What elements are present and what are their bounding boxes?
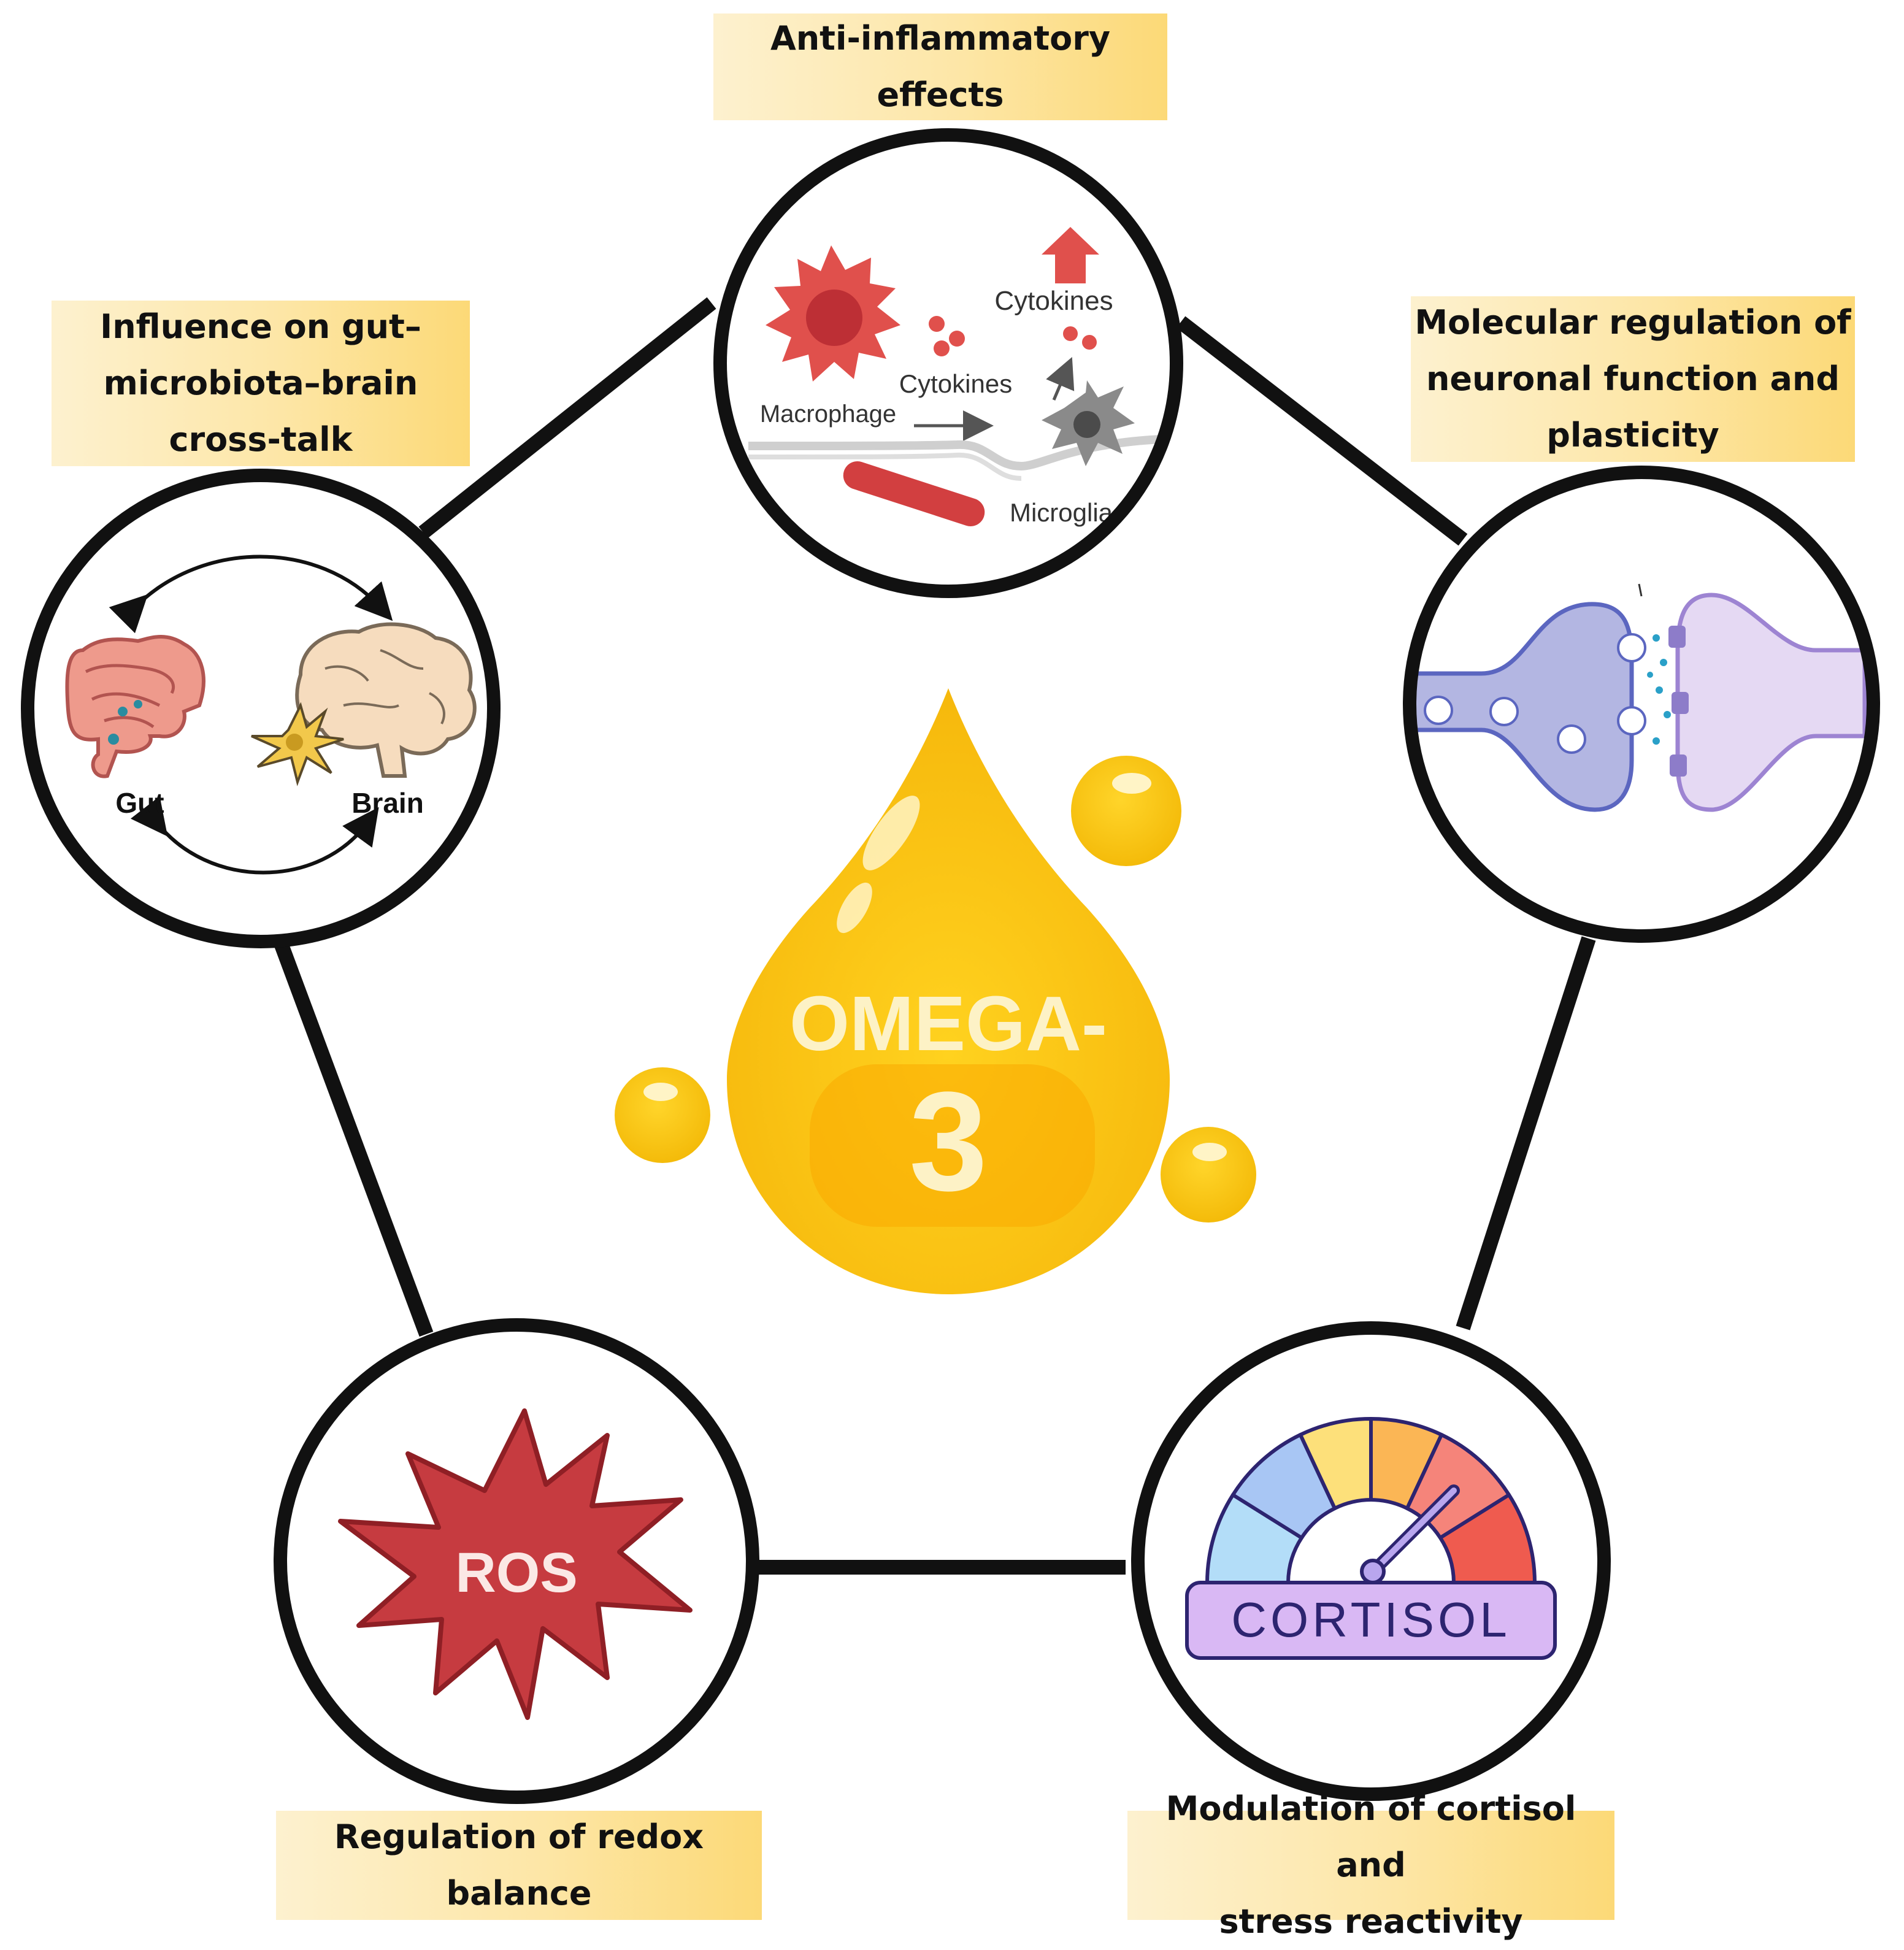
vesicle bbox=[1489, 697, 1519, 726]
label-left: Influence on gut– microbiota–brain cross… bbox=[52, 301, 470, 466]
brain-label: Brain bbox=[351, 787, 424, 819]
pentagon-connectors bbox=[272, 297, 1596, 1575]
cortisol-text: CORTISOL bbox=[1231, 1592, 1511, 1647]
cytokine-release-arrow bbox=[1046, 356, 1075, 401]
brain-folds bbox=[324, 649, 445, 724]
connector-top-right bbox=[1176, 316, 1468, 546]
oil-bubble bbox=[1161, 1127, 1256, 1223]
vessel-wall bbox=[748, 452, 1022, 481]
drop-highlight bbox=[837, 882, 872, 934]
cytokine-dot bbox=[949, 331, 965, 347]
gut-label: Gut bbox=[115, 787, 164, 819]
label-bottom-left: Regulation of redox balance bbox=[276, 1811, 762, 1920]
cytokine-dot bbox=[934, 340, 950, 356]
microbe-dot bbox=[134, 700, 142, 708]
intestine-folds bbox=[85, 664, 175, 729]
release-arrow bbox=[1638, 583, 1643, 597]
red-blood-cell-icon bbox=[843, 461, 985, 526]
panel-circle bbox=[1410, 472, 1873, 936]
microbe-dot bbox=[118, 707, 128, 716]
ros-text: ROS bbox=[455, 1541, 577, 1604]
connector-right-bottom bbox=[1456, 936, 1596, 1330]
neurotransmitter-dot bbox=[1653, 737, 1660, 745]
bidirectional-arrow-bottom bbox=[130, 796, 379, 875]
connector-left-bottom bbox=[272, 935, 434, 1337]
vesicle bbox=[1557, 724, 1586, 754]
receptor-icons bbox=[1668, 626, 1689, 777]
receptor-icon bbox=[1668, 626, 1686, 648]
microglia-nucleus bbox=[1073, 411, 1100, 438]
panel-synapse bbox=[1403, 466, 1880, 943]
bubble-shine bbox=[1192, 1143, 1227, 1161]
panel-border bbox=[713, 128, 1183, 598]
drop-inner-band bbox=[810, 1064, 1095, 1227]
label-bottom-left-text: Regulation of redox balance bbox=[334, 1818, 704, 1913]
panel-border bbox=[1403, 466, 1880, 943]
panel-gut-brain: Gut Brain bbox=[21, 469, 501, 948]
oil-bubble bbox=[1071, 756, 1181, 866]
connector-top-left bbox=[418, 297, 716, 539]
label-right-text: Molecular regulation of neuronal functio… bbox=[1415, 303, 1851, 455]
receptor-icon bbox=[1672, 692, 1689, 714]
neuron-nucleus bbox=[286, 734, 303, 751]
microglia-label: Microglia bbox=[1010, 498, 1113, 527]
vesicle bbox=[1424, 696, 1453, 725]
drop-highlight bbox=[862, 796, 920, 870]
label-top-text: Anti-inflammatory effects bbox=[770, 19, 1111, 114]
label-bottom-right-text: Modulation of cortisol and stress reacti… bbox=[1165, 1789, 1576, 1941]
neurotransmitter-dot bbox=[1664, 711, 1671, 718]
label-top: Anti-inflammatory effects bbox=[713, 13, 1167, 120]
increase-arrow-icon bbox=[1042, 227, 1099, 283]
cytokine-dot bbox=[1063, 326, 1078, 341]
neurotransmitter-dot bbox=[1656, 686, 1663, 694]
neurotransmitter-dot bbox=[1653, 634, 1660, 642]
macrophage-label: Macrophage bbox=[760, 401, 896, 428]
panel-inflammation: Cytokines Cytokines Macrophage Microglia bbox=[713, 128, 1183, 598]
microbe-dot bbox=[108, 734, 119, 745]
synaptic-vesicles bbox=[1424, 633, 1646, 754]
label-right: Molecular regulation of neuronal functio… bbox=[1411, 296, 1855, 462]
cytokine-dot bbox=[929, 316, 945, 332]
panel-ros: ROS bbox=[274, 1318, 759, 1804]
bubble-shine bbox=[1112, 773, 1151, 794]
bidirectional-arrow-top bbox=[109, 555, 393, 634]
omega3-title: OMEGA- bbox=[789, 980, 1107, 1067]
receptor-icon bbox=[1670, 754, 1687, 777]
bubble-shine bbox=[643, 1083, 678, 1101]
panel-cortisol: CORTISOL bbox=[1131, 1321, 1611, 1801]
label-left-text: Influence on gut– microbiota–brain cross… bbox=[100, 307, 421, 459]
macrophage-nucleus bbox=[806, 290, 862, 346]
cytokines-mid-label: Cytokines bbox=[899, 369, 1012, 398]
cytokines-top-label: Cytokines bbox=[994, 286, 1113, 316]
neurotransmitter-dot bbox=[1647, 672, 1653, 678]
cytokine-dot bbox=[1082, 335, 1097, 350]
oil-bubble bbox=[615, 1067, 710, 1163]
neurotransmitter-dot bbox=[1660, 659, 1667, 666]
label-bottom-right: Modulation of cortisol and stress reacti… bbox=[1127, 1789, 1614, 1941]
ros-burst-icon bbox=[338, 1408, 693, 1720]
vesicle bbox=[1617, 633, 1646, 662]
neurotransmitters bbox=[1647, 634, 1671, 745]
omega3-drop-group: OMEGA- 3 bbox=[615, 688, 1256, 1294]
omega3-number: 3 bbox=[909, 1062, 988, 1220]
vesicle bbox=[1617, 706, 1646, 735]
cortisol-gauge-icon bbox=[1185, 1416, 1557, 1660]
panel-border bbox=[21, 469, 501, 948]
